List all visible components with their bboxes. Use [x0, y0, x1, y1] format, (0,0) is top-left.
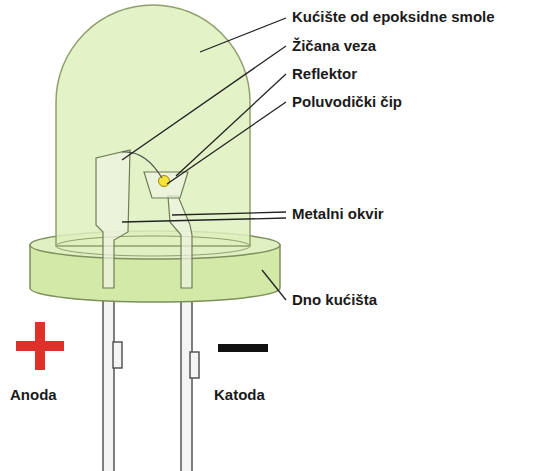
part-label: Žičana veza: [292, 37, 376, 55]
part-label: Dno kućišta: [292, 291, 377, 309]
plus-symbol: [35, 322, 45, 370]
part-label: Metalni okvir: [292, 205, 384, 223]
anode-post: [96, 150, 130, 288]
cathode-tab: [190, 352, 199, 378]
terminal-label: Anoda: [10, 386, 57, 404]
epoxy-dome: [56, 5, 250, 246]
part-label: Poluvodički čip: [292, 93, 402, 111]
terminal-label: Katoda: [214, 386, 265, 404]
leader-lines: [122, 18, 286, 300]
part-label: Reflektor: [292, 65, 357, 83]
anode-lead: [103, 288, 114, 471]
cathode-frame: [168, 196, 192, 288]
leads: [103, 288, 199, 471]
part-label: Kućište od epoksidne smole: [292, 8, 495, 26]
lead-frames: [96, 150, 192, 288]
dome-rim: [56, 236, 250, 256]
cathode-lead: [181, 288, 192, 471]
semiconductor-chip: [159, 176, 170, 187]
minus-symbol: [218, 344, 268, 352]
anode-tab: [113, 342, 122, 368]
reflector-cup: [144, 172, 188, 198]
